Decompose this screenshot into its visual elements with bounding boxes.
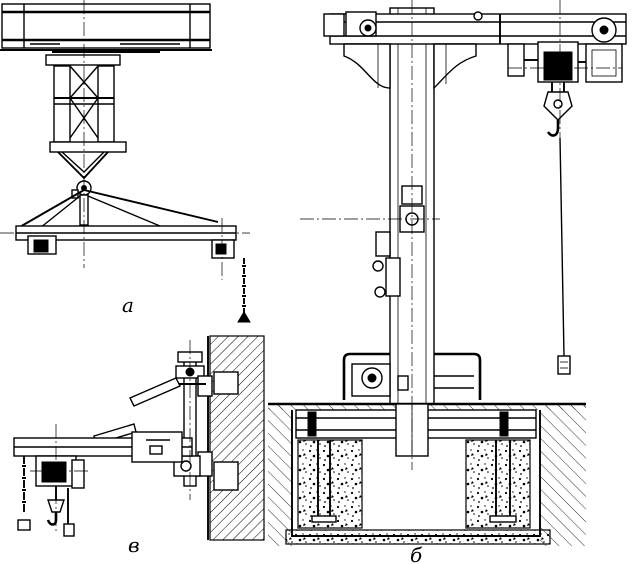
overhead-beam [0,3,212,53]
caption-b: б [410,543,423,564]
lattice-column [45,54,127,180]
view-a-overhead-jib-crane: а [0,0,251,323]
view-v-wall-jib-crane: в [13,335,265,557]
hoist-trolley [507,41,623,83]
wall-hoist [30,455,90,489]
jib-boom [15,225,237,259]
wall-brackets [170,351,213,487]
tie-rods [17,189,219,229]
wall-section [207,335,265,541]
wall-boom [13,431,193,463]
pivot-joint [71,180,92,226]
upper-jib-beam [323,11,627,45]
caption-a: а [122,293,134,317]
jib-brackets [343,43,477,90]
view-b-pillar-jib-crane: б [268,0,627,564]
load-chain [237,258,251,323]
caption-v: в [128,533,140,557]
foundation [268,402,586,546]
wall-hoist-chain [17,456,75,537]
hook-and-rope [543,82,573,375]
slewing-mechanism [342,352,482,400]
